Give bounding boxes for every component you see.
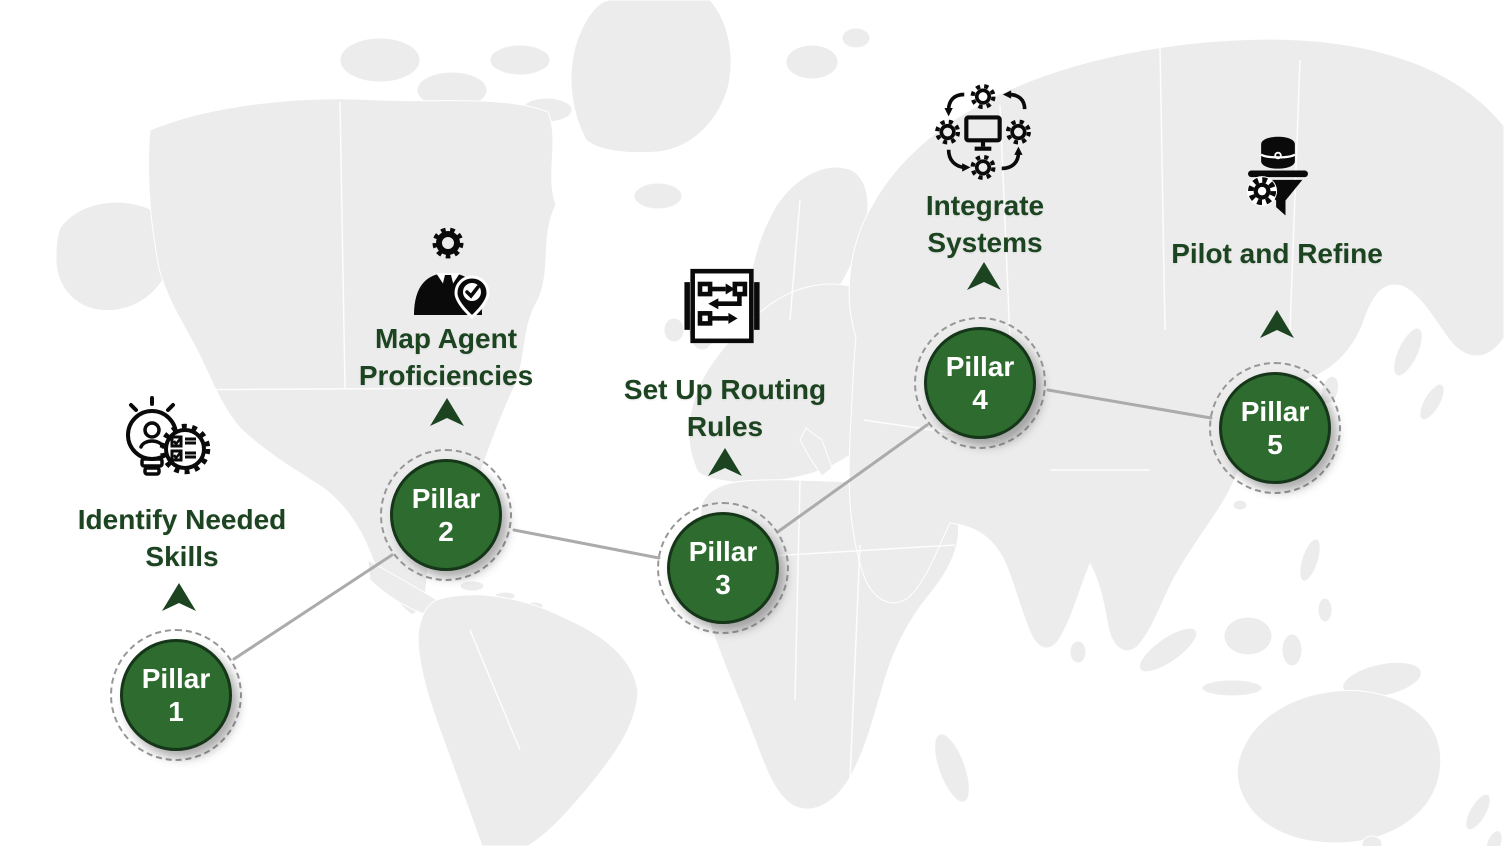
up-arrow-icon: [430, 398, 464, 431]
pillar-4-label-line2: Systems: [927, 227, 1043, 258]
pillar-circle-number: 3: [715, 569, 731, 600]
pillar-3-ring: Pillar 3: [657, 502, 789, 634]
up-arrow-icon: [967, 262, 1001, 295]
pillar-circle-word: Pillar: [688, 536, 758, 567]
monitor-gears-cycle-icon: [933, 82, 1033, 182]
pillar-1-label-line1: Identify Needed: [77, 504, 287, 535]
pillar-3-label: Set Up Routing Rules: [624, 371, 826, 445]
up-arrow-icon: [708, 448, 742, 481]
pillar-4-label: Integrate Systems: [926, 187, 1044, 261]
pillar-4-label-line1: Integrate: [925, 190, 1045, 221]
pillar-2-node: Pillar 2: [380, 449, 516, 585]
country-border-lines: [164, 47, 1301, 781]
pillar-5-label: Pilot and Refine: [1171, 235, 1383, 272]
pillar-1-ring: Pillar 1: [110, 629, 242, 761]
pillar-5-circle: Pillar 5: [1219, 372, 1331, 484]
pillar-2-label-line1: Map Agent: [374, 323, 518, 354]
pillar-1-label-line2: Skills: [145, 541, 219, 572]
connector-line-2-3: [512, 528, 661, 560]
pillar-2-label: Map Agent Proficiencies: [359, 320, 533, 394]
pillar-circle-word: Pillar: [411, 483, 481, 514]
pillar-circle-number: 4: [972, 384, 988, 415]
lightbulb-person-checklist-gear-icon: [122, 395, 218, 491]
pillar-4-ring: Pillar 4: [914, 317, 1046, 449]
pillar-4-circle: Pillar 4: [924, 327, 1036, 439]
pillar-2-ring: Pillar 2: [380, 449, 512, 581]
pillar-circle-number: 2: [438, 516, 454, 547]
pillar-circle-word: Pillar: [141, 663, 211, 694]
database-funnel-gear-icon: [1233, 133, 1323, 223]
pillar-3-node: Pillar 3: [657, 502, 793, 638]
pillar-1-circle: Pillar 1: [120, 639, 232, 751]
pillar-circle-word: Pillar: [945, 351, 1015, 382]
pillar-1-label: Identify Needed Skills: [78, 501, 286, 575]
connector-line-3-4: [777, 423, 929, 533]
pillar-5-label-line1: Pilot and Refine: [1171, 238, 1383, 269]
pillar-2-circle: Pillar 2: [390, 459, 502, 571]
pillar-4-node: Pillar 4: [914, 317, 1050, 453]
pillar-5-ring: Pillar 5: [1209, 362, 1341, 494]
up-arrow-icon: [162, 583, 196, 616]
agent-bust-gear-location-check-icon: [400, 227, 496, 323]
routing-flow-panel-icon: [678, 262, 766, 350]
up-arrow-icon: [1260, 310, 1294, 343]
pillar-3-label-line2: Rules: [686, 411, 764, 442]
pillar-1-node: Pillar 1: [110, 629, 246, 765]
pillar-5-node: Pillar 5: [1209, 362, 1345, 498]
pillar-circle-number: 5: [1267, 429, 1283, 460]
pillar-circle-word: Pillar: [1240, 396, 1310, 427]
pillar-2-label-line2: Proficiencies: [358, 360, 534, 391]
pillar-circle-number: 1: [168, 696, 184, 727]
connector-line-1-2: [232, 553, 394, 661]
pillar-3-circle: Pillar 3: [667, 512, 779, 624]
pillar-3-label-line1: Set Up Routing: [623, 374, 827, 405]
connector-line-4-5: [1046, 388, 1213, 420]
